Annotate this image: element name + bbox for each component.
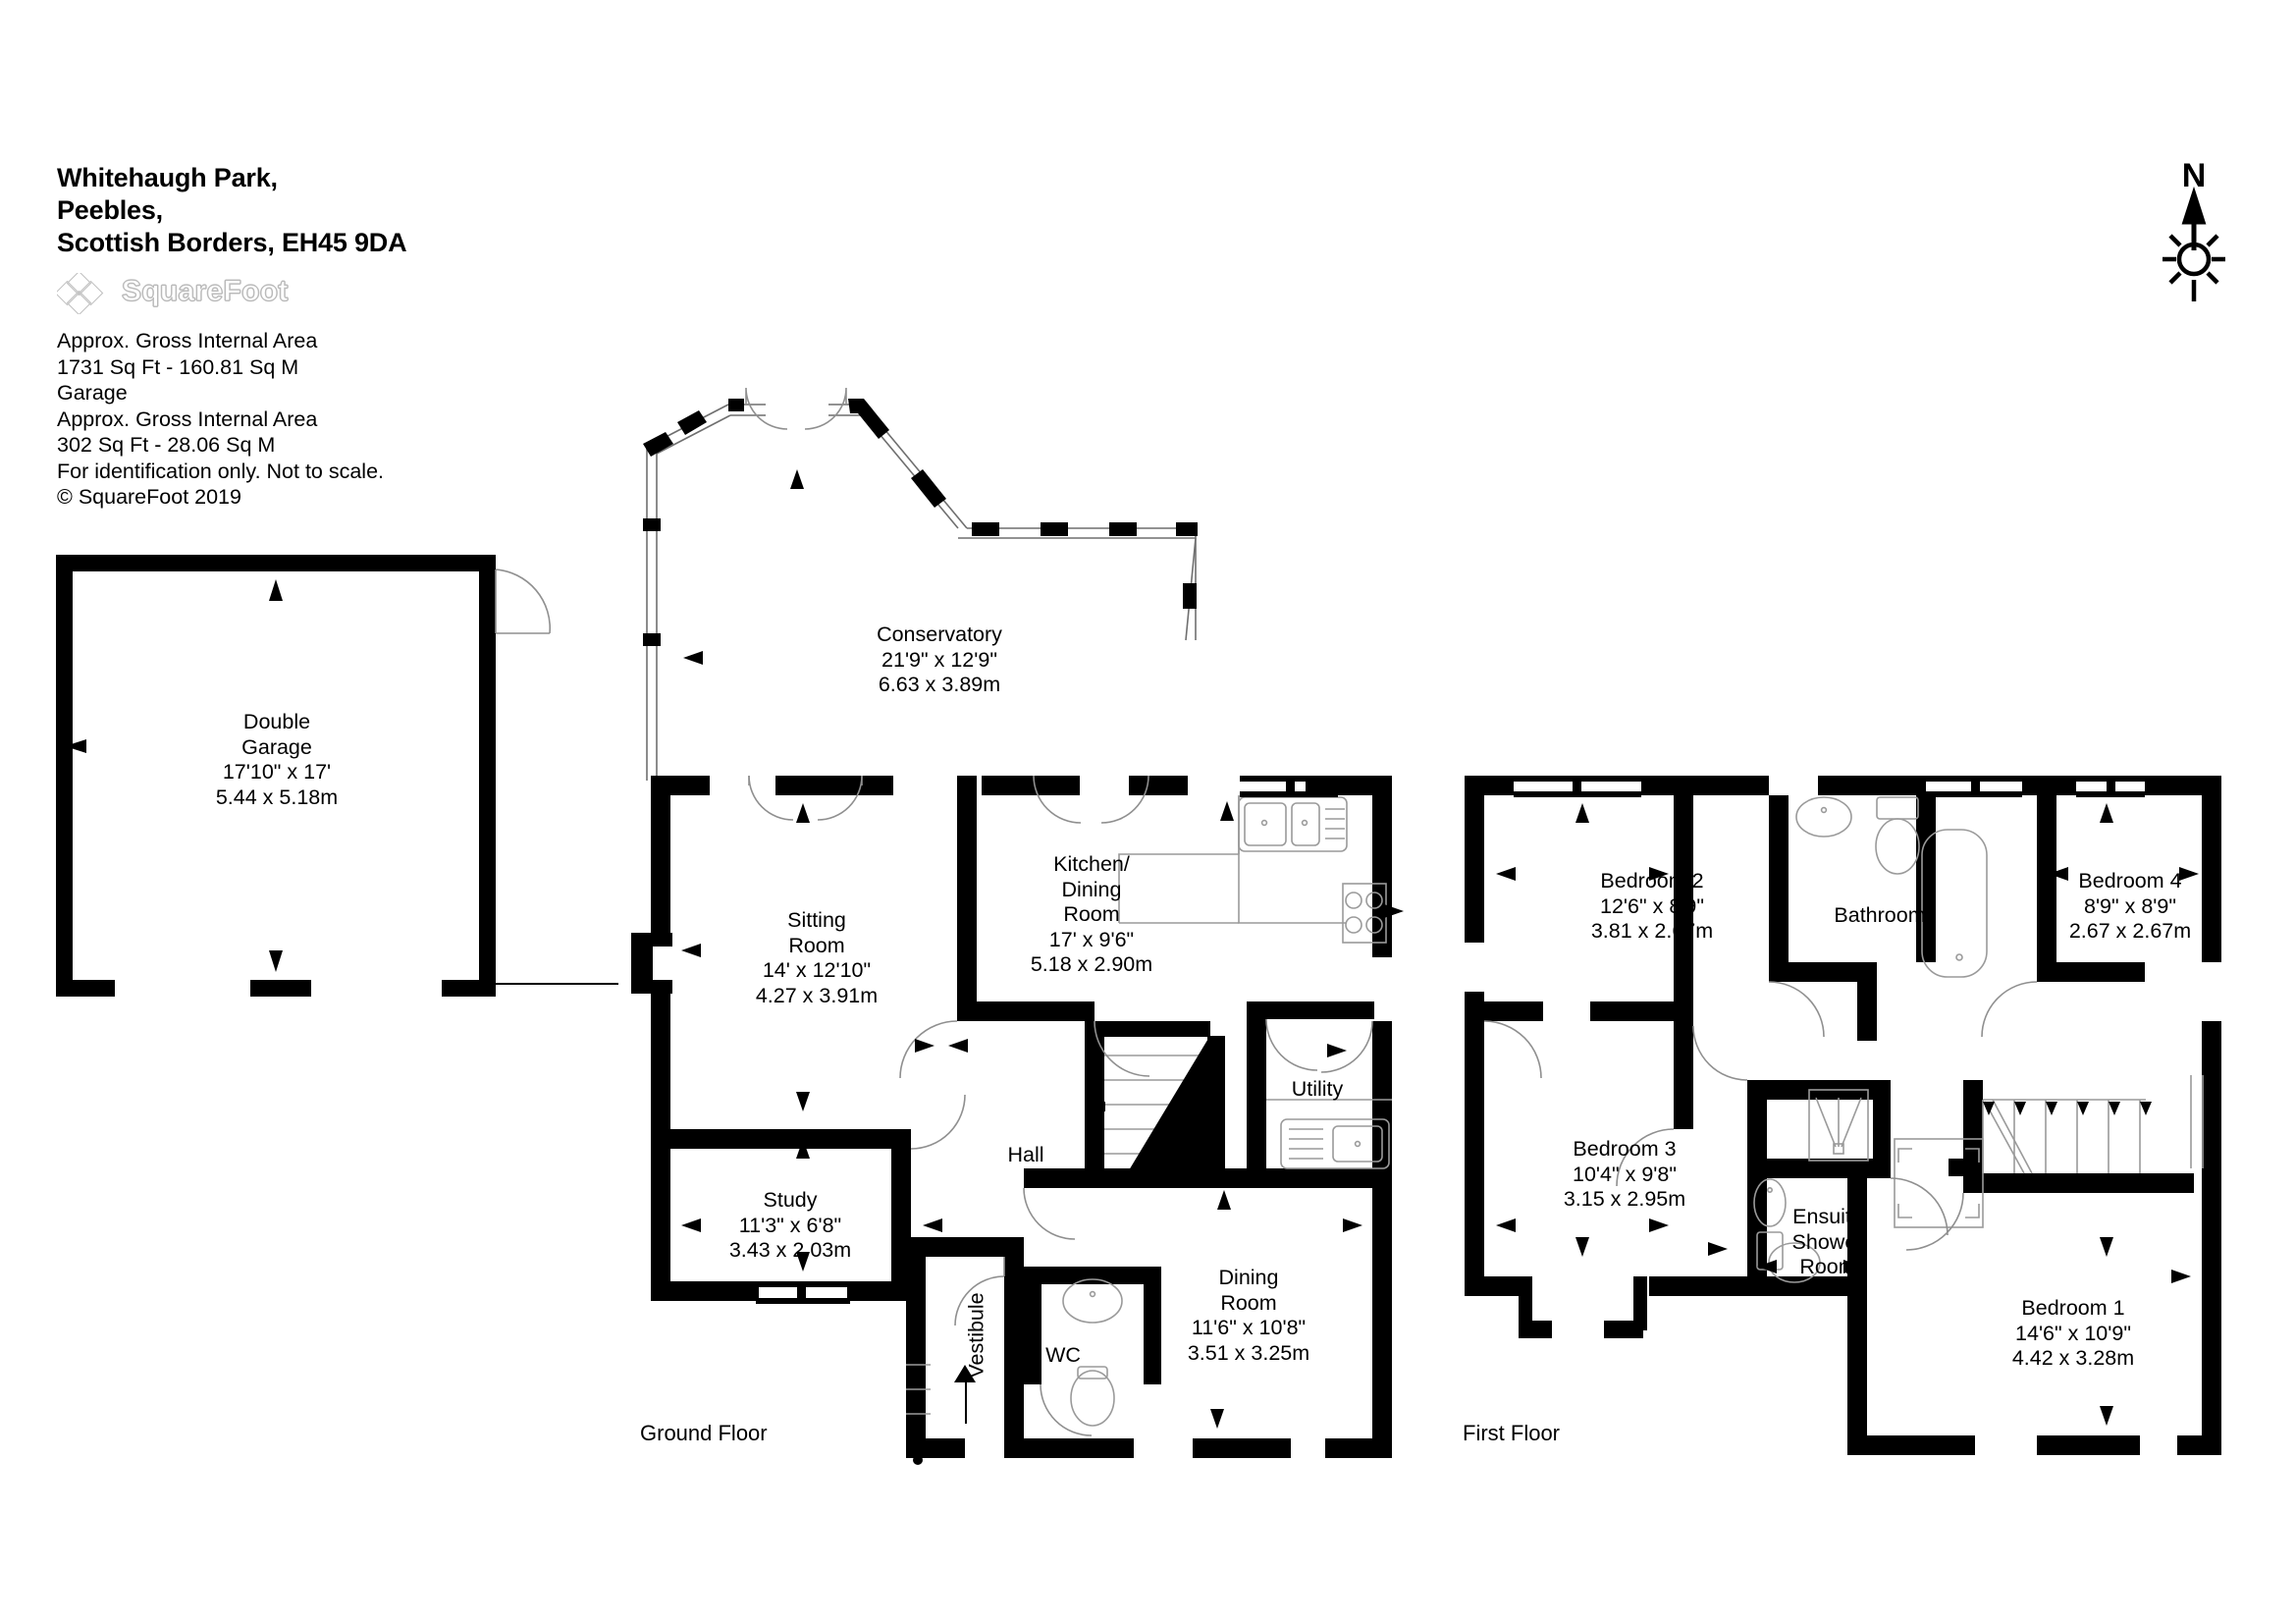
kitchen-metric: 5.18 x 2.90m [1030,952,1153,976]
hall-name: Hall [1007,1143,1044,1166]
ensuite-name-3: Room [1799,1255,1856,1278]
sitting-name-1: Sitting [787,908,846,932]
ensuite-name-2: Shower [1791,1229,1864,1254]
ground-floor-caption: Ground Floor [640,1421,768,1445]
kitchen-window [1240,776,1338,797]
room-label-utility: Utility [1292,1077,1344,1103]
bedroom3-metric: 3.15 x 2.95m [1563,1187,1686,1211]
entrance-marker [906,1364,976,1465]
staircase-first-arrows [1983,1102,2152,1115]
ensuite-name-1: Ensuite [1792,1205,1863,1228]
room-label-study: Study 11'3" x 6'8" 3.43 x 2.03m [729,1188,851,1264]
sitting-metric: 4.27 x 3.91m [755,983,879,1007]
area-note-line: 1731 Sq Ft - 160.81 Sq M [57,354,299,379]
sitting-imperial: 14' x 12'10" [762,958,872,982]
conservatory-name: Conservatory [877,622,1002,646]
bedroom2-imperial: 12'6" x 8'9" [1600,893,1704,918]
room-label-wc: WC [1045,1343,1081,1369]
room-label-bedroom-2: Bedroom 2 12'6" x 8'9" 3.81 x 2.67m [1591,869,1713,945]
staircase-ground [1104,1035,1207,1155]
wc-name: WC [1045,1343,1081,1367]
bedroom1-metric: 4.42 x 3.28m [2011,1346,2135,1370]
garage-metric: 5.44 x 5.18m [215,784,339,809]
sitting-name-2: Room [788,933,845,957]
bedroom1-cupboard [1894,1138,1984,1228]
brand-logo: SquareFoot [57,273,607,314]
room-label-bedroom-3: Bedroom 3 10'4" x 9'8" 3.15 x 2.95m [1564,1137,1685,1213]
bedroom4-imperial: 8'9" x 8'9" [2083,893,2176,918]
room-label-ensuite: Ensuite Shower Room [1792,1205,1864,1280]
squarefoot-diamond-logo-icon [57,273,104,314]
area-note-line: Garage [57,381,128,405]
bedroom4-name: Bedroom 4 [2078,869,2182,893]
staircase-first [1982,1099,2146,1174]
area-note-line: © SquareFoot 2019 [57,485,241,509]
utility-name: Utility [1291,1077,1344,1101]
room-label-bedroom-4: Bedroom 4 8'9" x 8'9" 2.67 x 2.67m [2069,869,2191,945]
bedroom2-name: Bedroom 2 [1600,869,1704,893]
bathroom-fixtures [1795,796,1988,978]
dining-name-2: Room [1220,1290,1277,1315]
conservatory-mullions [643,399,1198,646]
room-label-garage: Double Garage 17'10" x 17' 5.44 x 5.18m [216,710,338,810]
dining-name-1: Dining [1218,1266,1279,1289]
conservatory-metric: 6.63 x 3.89m [878,673,1001,696]
kitchen-imperial: 17' x 9'6" [1048,927,1135,951]
area-notes: Approx. Gross Internal Area 1731 Sq Ft -… [57,328,607,511]
kitchen-name-2: Dining [1061,877,1122,901]
room-label-conservatory: Conservatory 21'9" x 12'9" 6.63 x 3.89m [877,622,1002,698]
kitchen-name-3: Room [1063,902,1120,926]
bedroom4-metric: 2.67 x 2.67m [2068,919,2192,943]
address-line-3: Scottish Borders, EH45 9DA [57,228,407,257]
conservatory-imperial: 21'9" x 12'9" [881,647,997,672]
bedroom1-imperial: 14'6" x 10'9" [2015,1321,2131,1345]
bedroom3-name: Bedroom 3 [1573,1137,1677,1161]
study-metric: 3.43 x 2.03m [728,1238,852,1262]
room-label-hall: Hall [1007,1143,1043,1168]
title-block: Whitehaugh Park, Peebles, Scottish Borde… [57,162,607,511]
area-note-line: 302 Sq Ft - 28.06 Sq M [57,433,276,457]
kitchen-fixtures [1118,795,1387,944]
area-note-line: Approx. Gross Internal Area [57,406,318,431]
room-label-vestibule: Vestibule [964,1292,989,1378]
vestibule-name: Vestibule [964,1292,988,1379]
study-name: Study [763,1188,818,1212]
dining-metric: 3.51 x 3.25m [1187,1340,1310,1365]
kitchen-name-1: Kitchen/ [1053,852,1130,876]
compass-north-icon: N [2163,157,2225,301]
room-label-dining-room: Dining Room 11'6" x 10'8" 3.51 x 3.25m [1188,1266,1309,1366]
brand-name: SquareFoot [122,275,289,308]
room-label-sitting-room: Sitting Room 14' x 12'10" 4.27 x 3.91m [756,908,878,1008]
address-line-1: Whitehaugh Park, [57,163,278,192]
room-label-kitchen-dining: Kitchen/ Dining Room 17' x 9'6" 5.18 x 2… [1031,852,1152,978]
area-note-line: For identification only. Not to scale. [57,459,385,483]
room-label-bathroom: Bathroom [1834,903,1925,929]
garage-imperial: 17'10" x 17' [222,760,332,784]
room-label-bedroom-1: Bedroom 1 14'6" x 10'9" 4.42 x 3.28m [2012,1296,2134,1372]
address-line-2: Peebles, [57,195,163,225]
garage-name-2: Garage [241,734,312,759]
bedroom1-name: Bedroom 1 [2021,1296,2125,1320]
bathroom-name: Bathroom [1834,903,1926,927]
bedroom2-metric: 3.81 x 2.67m [1590,919,1714,943]
study-imperial: 11'3" x 6'8" [738,1213,842,1237]
utility-sink [1280,1118,1390,1169]
area-note-line: Approx. Gross Internal Area [57,329,318,352]
dining-imperial: 11'6" x 10'8" [1191,1316,1307,1339]
bedroom3-imperial: 10'4" x 9'8" [1573,1162,1677,1186]
conservatory-walls [646,404,1197,781]
garage-name-1: Double [242,710,311,733]
first-floor-caption: First Floor [1463,1421,1560,1445]
landing-rail [2190,1075,2204,1168]
